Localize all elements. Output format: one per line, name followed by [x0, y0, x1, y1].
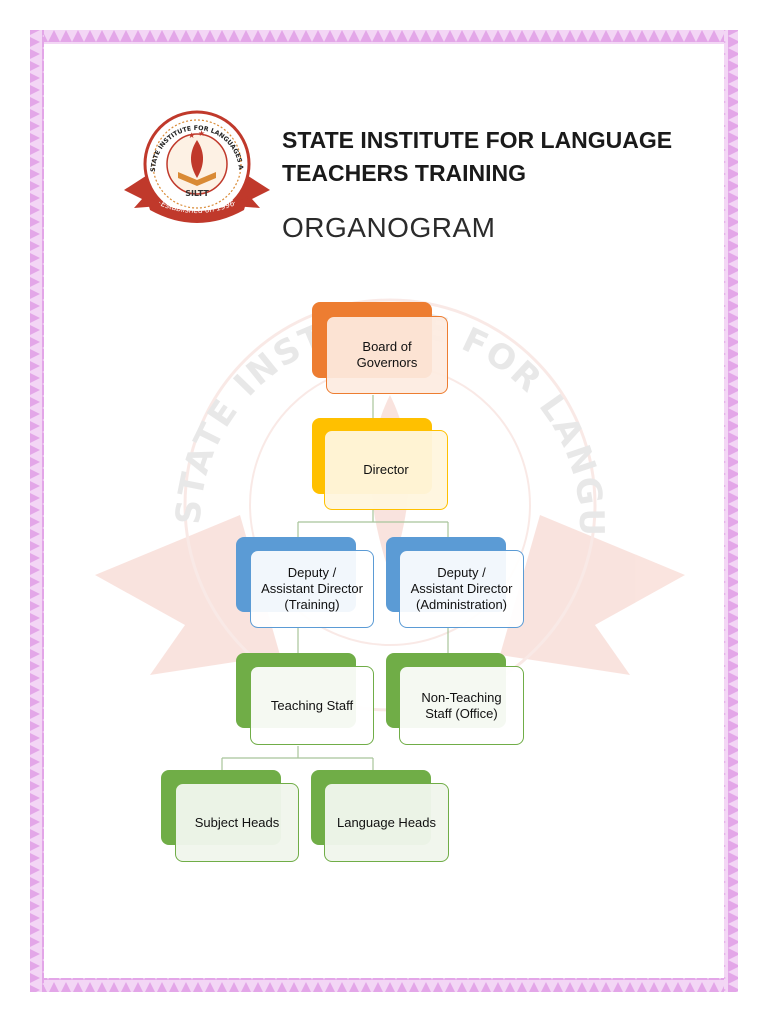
node-non-teaching-staff: Non-Teaching Staff (Office)	[386, 653, 526, 747]
deputy-training-label: Deputy / Assistant Director (Training)	[250, 550, 374, 628]
node-language-heads: Language Heads	[311, 770, 451, 864]
director-label: Director	[324, 430, 448, 510]
node-director: Director	[312, 418, 450, 512]
node-subject-heads: Subject Heads	[161, 770, 301, 864]
title-line-2: TEACHERS TRAINING	[282, 160, 527, 186]
teaching-staff-label: Teaching Staff	[250, 666, 374, 745]
subject-heads-label: Subject Heads	[175, 783, 299, 862]
non-teaching-staff-label: Non-Teaching Staff (Office)	[399, 666, 524, 745]
node-board-of-governors: Board of Governors	[312, 302, 450, 396]
title-line-1: STATE INSTITUTE FOR LANGUAGE	[282, 127, 673, 153]
node-teaching-staff: Teaching Staff	[236, 653, 376, 747]
board-of-governors-label: Board of Governors	[326, 316, 448, 394]
institute-logo: ★ ★ SILTT STATE INSTITUTE FOR LANGUAGES …	[122, 102, 270, 223]
deputy-administration-label: Deputy / Assistant Director (Administrat…	[399, 550, 524, 628]
svg-text:★: ★	[198, 129, 205, 138]
logo-abbreviation: SILTT	[185, 189, 209, 198]
language-heads-label: Language Heads	[324, 783, 449, 862]
page-title: STATE INSTITUTE FOR LANGUAGE TEACHERS TR…	[282, 124, 702, 190]
page-subtitle: ORGANOGRAM	[282, 212, 496, 243]
node-deputy-director-administration: Deputy / Assistant Director (Administrat…	[386, 537, 526, 630]
node-deputy-director-training: Deputy / Assistant Director (Training)	[236, 537, 376, 630]
svg-text:★: ★	[188, 131, 195, 140]
